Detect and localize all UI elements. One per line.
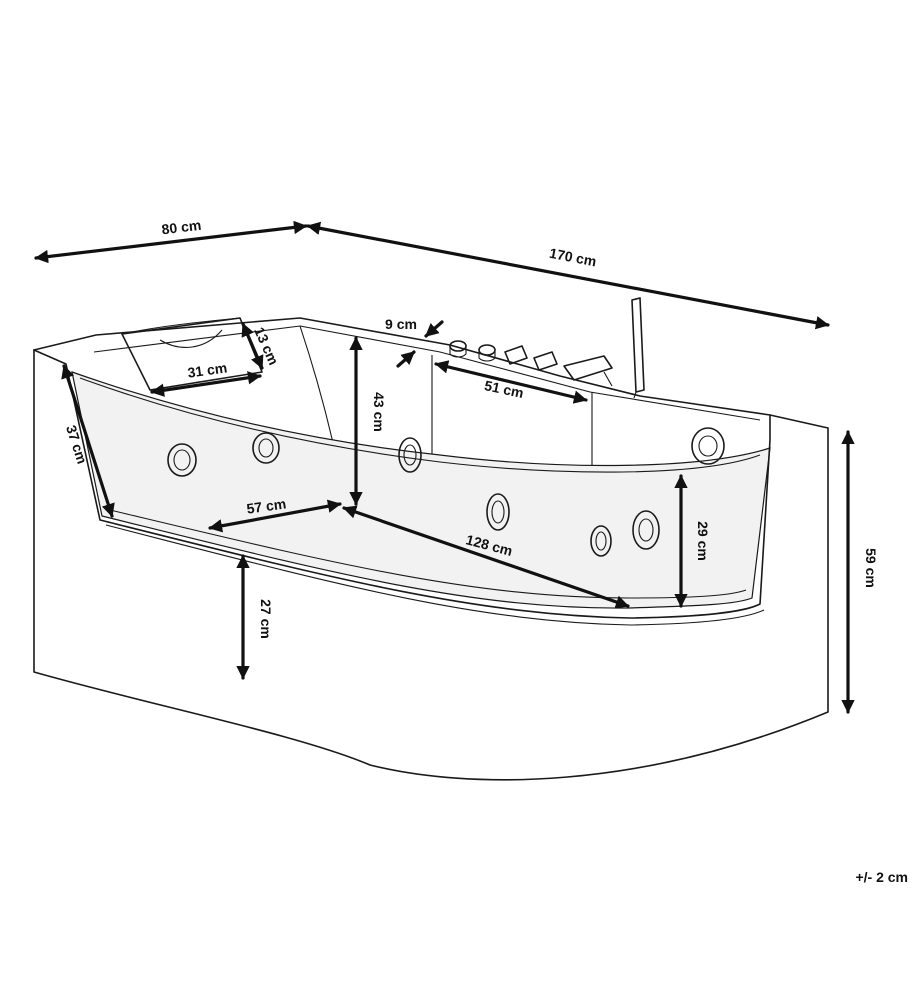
bathtub-rim-front [33, 349, 771, 619]
side-height-arrow [61, 364, 115, 518]
jet-icon [167, 443, 197, 477]
window-height-label: 29 cm [695, 521, 711, 561]
panel-width-label: 51 cm [483, 377, 525, 401]
jet-icon [398, 437, 422, 473]
headrest [121, 317, 263, 391]
bathtub-back-wall [93, 325, 761, 421]
knob-icon [478, 344, 496, 362]
rim-width-arrow [424, 320, 444, 338]
length-label: 170 cm [548, 245, 598, 270]
headrest-height-arrow [241, 322, 264, 370]
tap-icon [504, 345, 528, 365]
floor-width-arrow [208, 499, 342, 533]
headrest-curve [159, 329, 223, 348]
jet-icon [252, 432, 280, 464]
bathtub-apron [33, 349, 829, 781]
tap-icon [533, 351, 558, 371]
glass-front-panel [71, 371, 771, 609]
jet-icon [691, 427, 725, 465]
glass-frame-top [79, 377, 761, 473]
headrest-pillow [121, 317, 263, 391]
floor-length-arrow [342, 505, 630, 609]
floor-width-label: 57 cm [246, 495, 288, 516]
rim-width-label: 9 cm [385, 316, 417, 332]
headrest-width-label: 31 cm [187, 359, 229, 380]
base-height-label: 27 cm [258, 599, 274, 639]
hand-shower-icon [631, 297, 645, 399]
inner-depth-label: 43 cm [371, 392, 387, 432]
headrest-top [121, 317, 241, 335]
tolerance-note: +/- 2 cm [855, 869, 908, 885]
depth-arrow [34, 220, 308, 264]
outer-height-label: 59 cm [863, 548, 879, 588]
length-arrow [306, 221, 830, 330]
control-panel [449, 297, 645, 399]
headrest-height-label: 13 cm [251, 325, 282, 368]
dimension-lines [34, 220, 855, 714]
jet-icon [632, 510, 660, 550]
knob-icon [449, 340, 467, 358]
panel-width-arrow [434, 360, 588, 404]
depth-label: 80 cm [161, 217, 202, 238]
headrest-width-arrow [150, 371, 262, 397]
rim-width-arrow-2 [396, 350, 416, 368]
faucet-icon [563, 355, 613, 387]
